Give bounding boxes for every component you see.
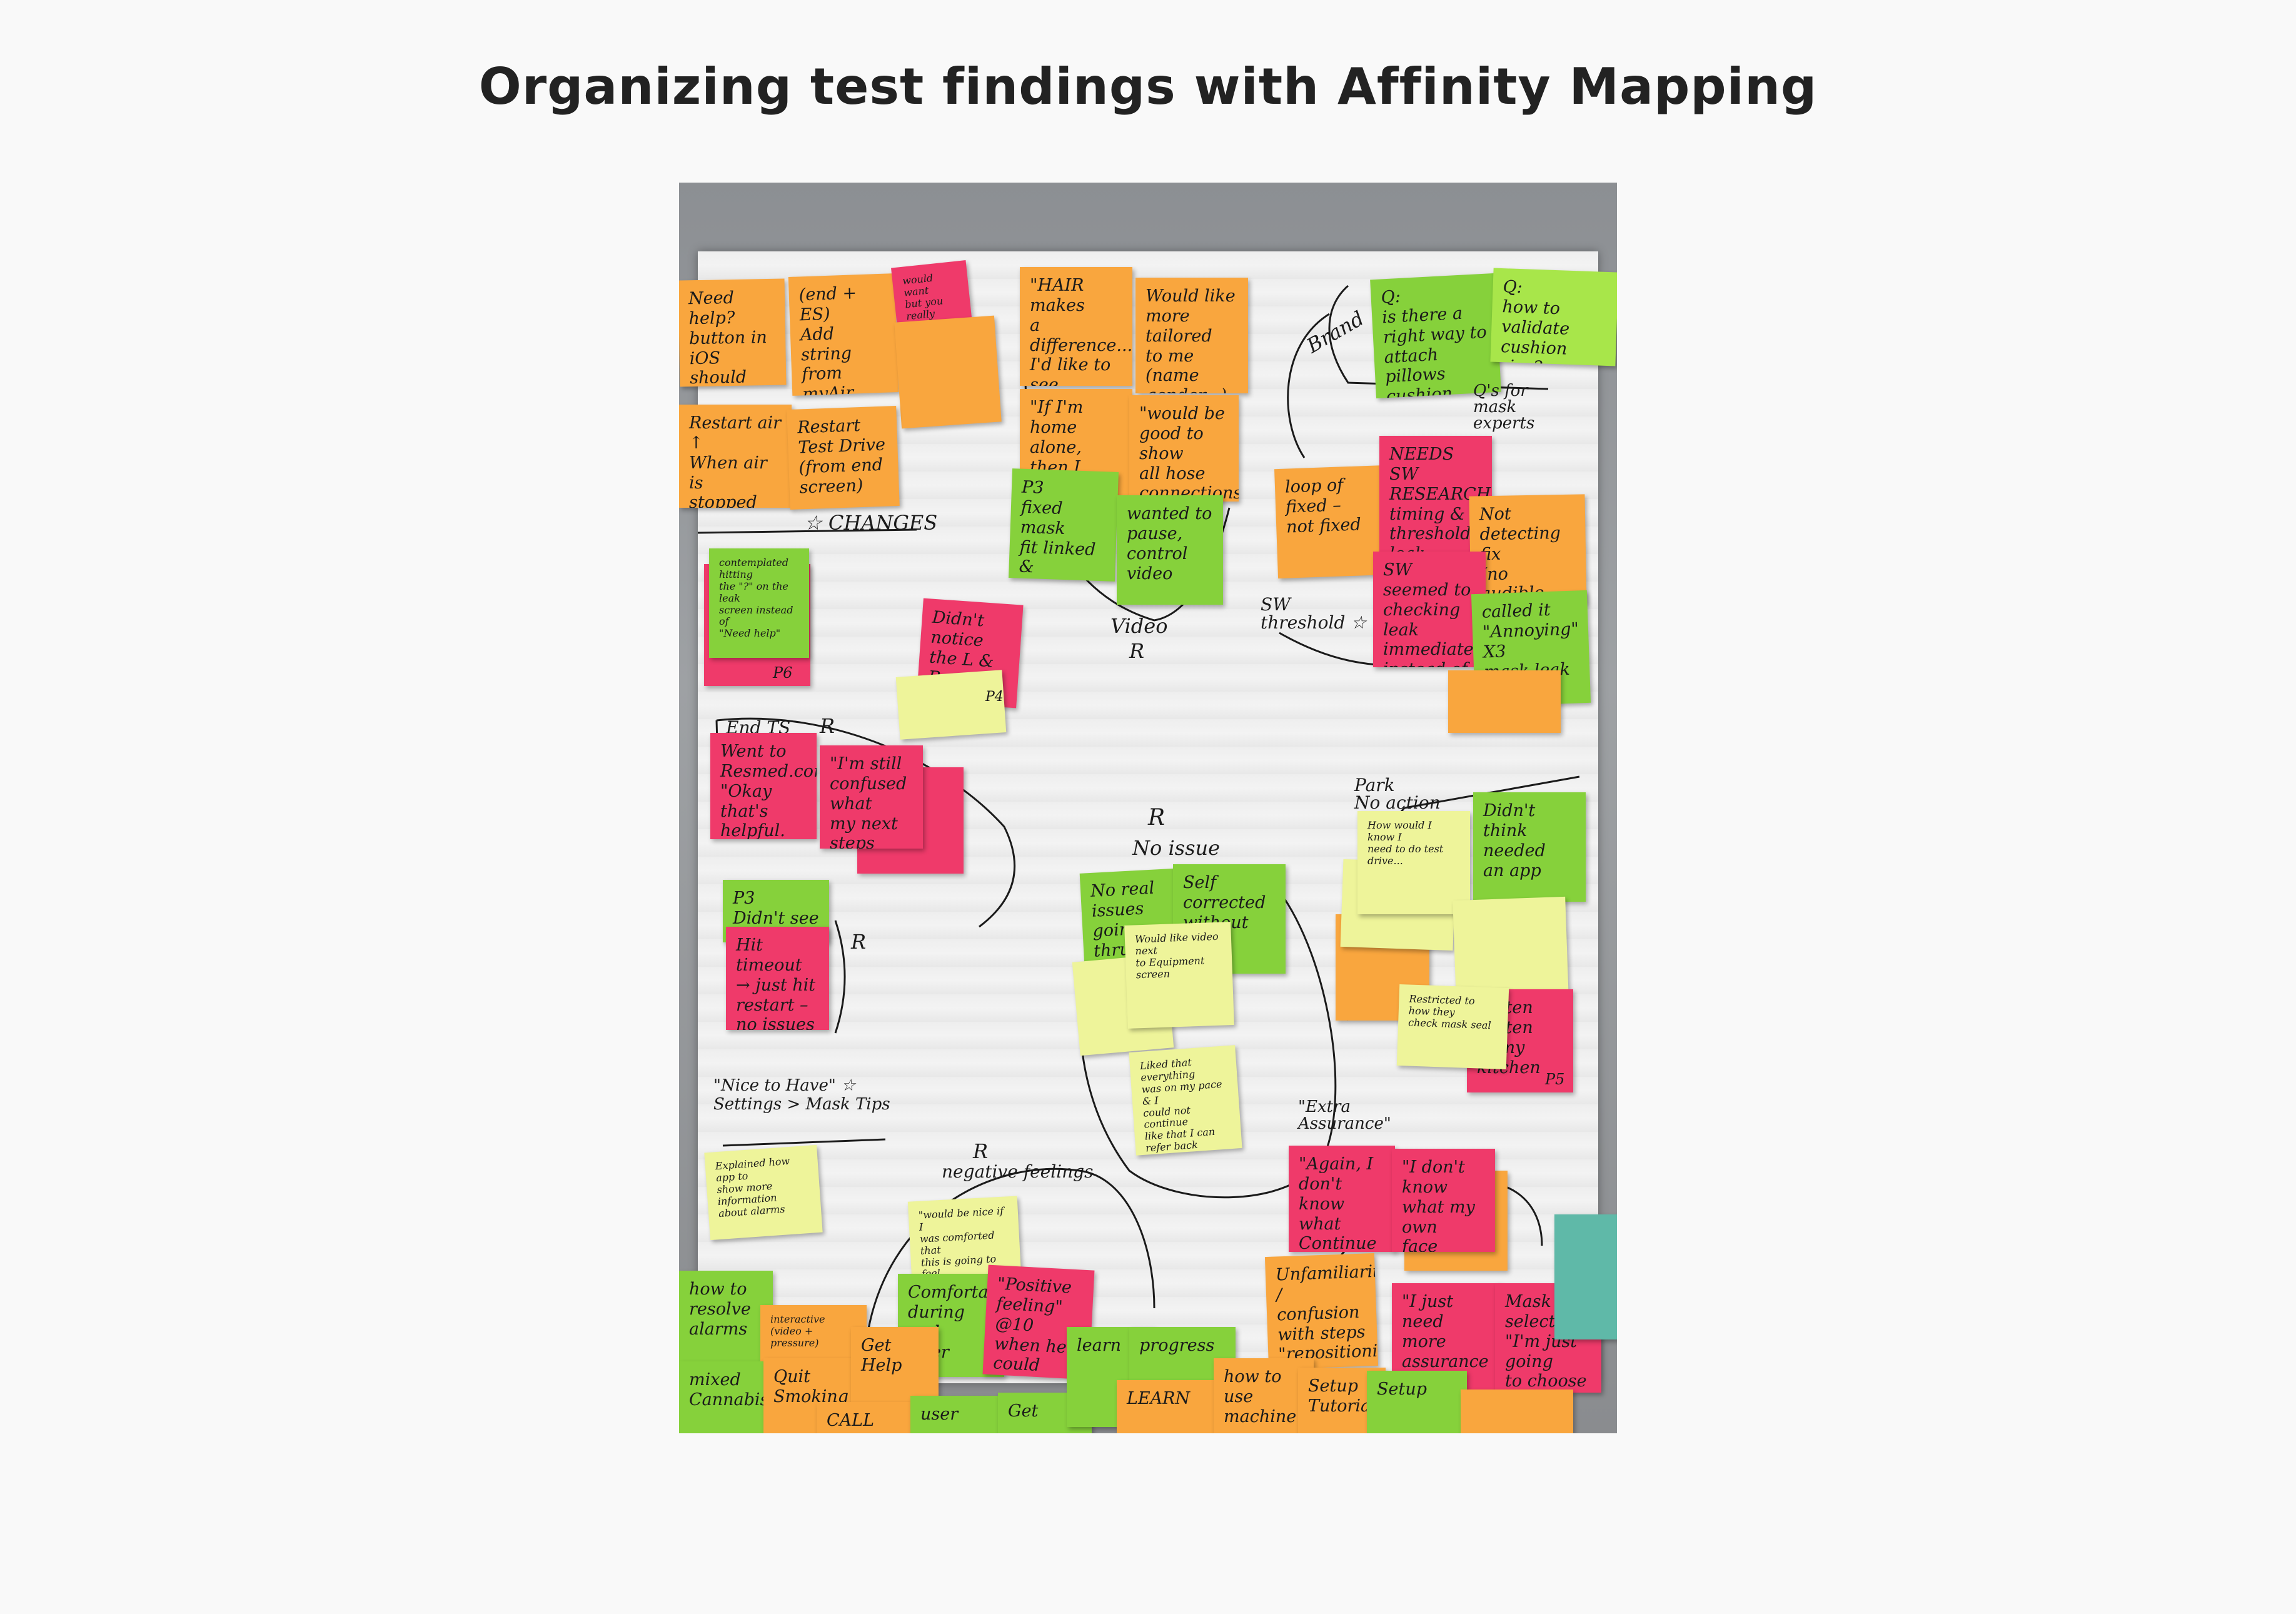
sticky-note: Didn't think needed an app <box>1473 792 1586 902</box>
sticky-note: How would I know I need to do test drive… <box>1357 811 1470 914</box>
sticky-note: I often I often @ my kitchen <box>1467 989 1573 1092</box>
group-label: P4 <box>985 689 1004 705</box>
sticky-note: "I don't know what my own face means." <box>1392 1149 1495 1252</box>
sticky-note: SW seemed to checking leak immediately i… <box>1373 552 1486 667</box>
sticky-note: Went to Resmed.com "Okay that's helpful.… <box>710 733 817 839</box>
sticky-note: Q: is there a right way to attach pillow… <box>1370 273 1501 399</box>
affinity-map-photo: Need help? button in iOS should not disa… <box>679 183 1617 1433</box>
sticky-note: Restart Test Drive (from end screen) <box>787 405 900 510</box>
group-label: "Extra Assurance" <box>1298 1097 1391 1134</box>
sticky-note: "would be good to show all hose connecti… <box>1129 395 1239 502</box>
group-label: Q's for mask experts <box>1473 381 1535 433</box>
sticky-note <box>1448 670 1561 733</box>
sticky-note: Unfamiliarity / confusion with steps "re… <box>1264 1253 1379 1369</box>
page-title: Organizing test findings with Affinity M… <box>478 58 1818 116</box>
sticky-note: contemplated hitting the "?" on the leak… <box>709 548 809 658</box>
group-label: Park No action <box>1354 775 1441 813</box>
sticky-note: Liked that everything was on my pace & I… <box>1129 1045 1242 1156</box>
sticky-note: "HAIR makes a difference... I'd like to … <box>1020 267 1132 386</box>
sticky-note: Would like more tailored to me (name gen… <box>1135 278 1248 393</box>
sticky-note: Restricted to how they check mask seal <box>1396 984 1509 1070</box>
sticky-note: Setup <box>1367 1371 1467 1433</box>
group-label: Video <box>1110 614 1168 638</box>
group-label: R <box>1148 805 1166 830</box>
sticky-note: mixed Cannabis <box>679 1361 767 1433</box>
sticky-note: Explained how app to show more informati… <box>704 1144 823 1241</box>
sticky-note <box>1461 1390 1573 1433</box>
sticky-note: CALL <box>817 1402 910 1433</box>
sticky-note <box>1554 1214 1617 1339</box>
group-label: P5 <box>1545 1071 1565 1088</box>
group-label: ☆ CHANGES <box>804 511 938 535</box>
group-label: R <box>820 714 835 738</box>
group-label: "Nice to Have" ☆ Settings > Mask Tips <box>713 1076 890 1114</box>
group-label: negative feelings <box>942 1161 1094 1182</box>
group-label: R <box>851 930 867 954</box>
sticky-note: how to resolve alarms <box>679 1271 773 1371</box>
sticky-note <box>894 315 1002 429</box>
sticky-note: Hit timeout → just hit restart – no issu… <box>726 927 829 1030</box>
sticky-note <box>895 670 1007 740</box>
group-label: No issue <box>1135 836 1223 860</box>
group-label: R <box>973 1139 989 1163</box>
sticky-note: how to use machine <box>1214 1358 1314 1433</box>
sticky-note: "Again, I don't know what Continue means… <box>1289 1146 1395 1252</box>
sticky-note: "I'm still confused what my next steps w… <box>820 745 923 849</box>
sticky-note: wanted to pause, control video <box>1117 495 1223 605</box>
sticky-note <box>1453 896 1569 1001</box>
sticky-note: Need help? button in iOS should not disa… <box>679 278 787 387</box>
group-label: P6 <box>773 664 793 682</box>
group-label: No issue <box>1132 836 1221 860</box>
group-label: R <box>1129 639 1145 663</box>
sticky-note: Would like video next to Equipment scree… <box>1124 922 1234 1029</box>
sticky-note: Q: how to validate cushion size? (pillow… <box>1490 268 1617 366</box>
sticky-note: (end + ES) Add string from myAir about V… <box>788 273 899 396</box>
sticky-note: Restart air ↑ When air is stopped button… <box>679 405 792 508</box>
sticky-note: LEARN <box>1117 1380 1217 1433</box>
group-label: SW threshold ☆ <box>1261 594 1367 633</box>
sticky-note: Not detecting fix (no audible leak) <box>1469 494 1587 606</box>
sticky-note: user <box>910 1396 1004 1433</box>
sticky-note: P3 fixed mask fit linked & looping video… <box>1008 468 1119 582</box>
